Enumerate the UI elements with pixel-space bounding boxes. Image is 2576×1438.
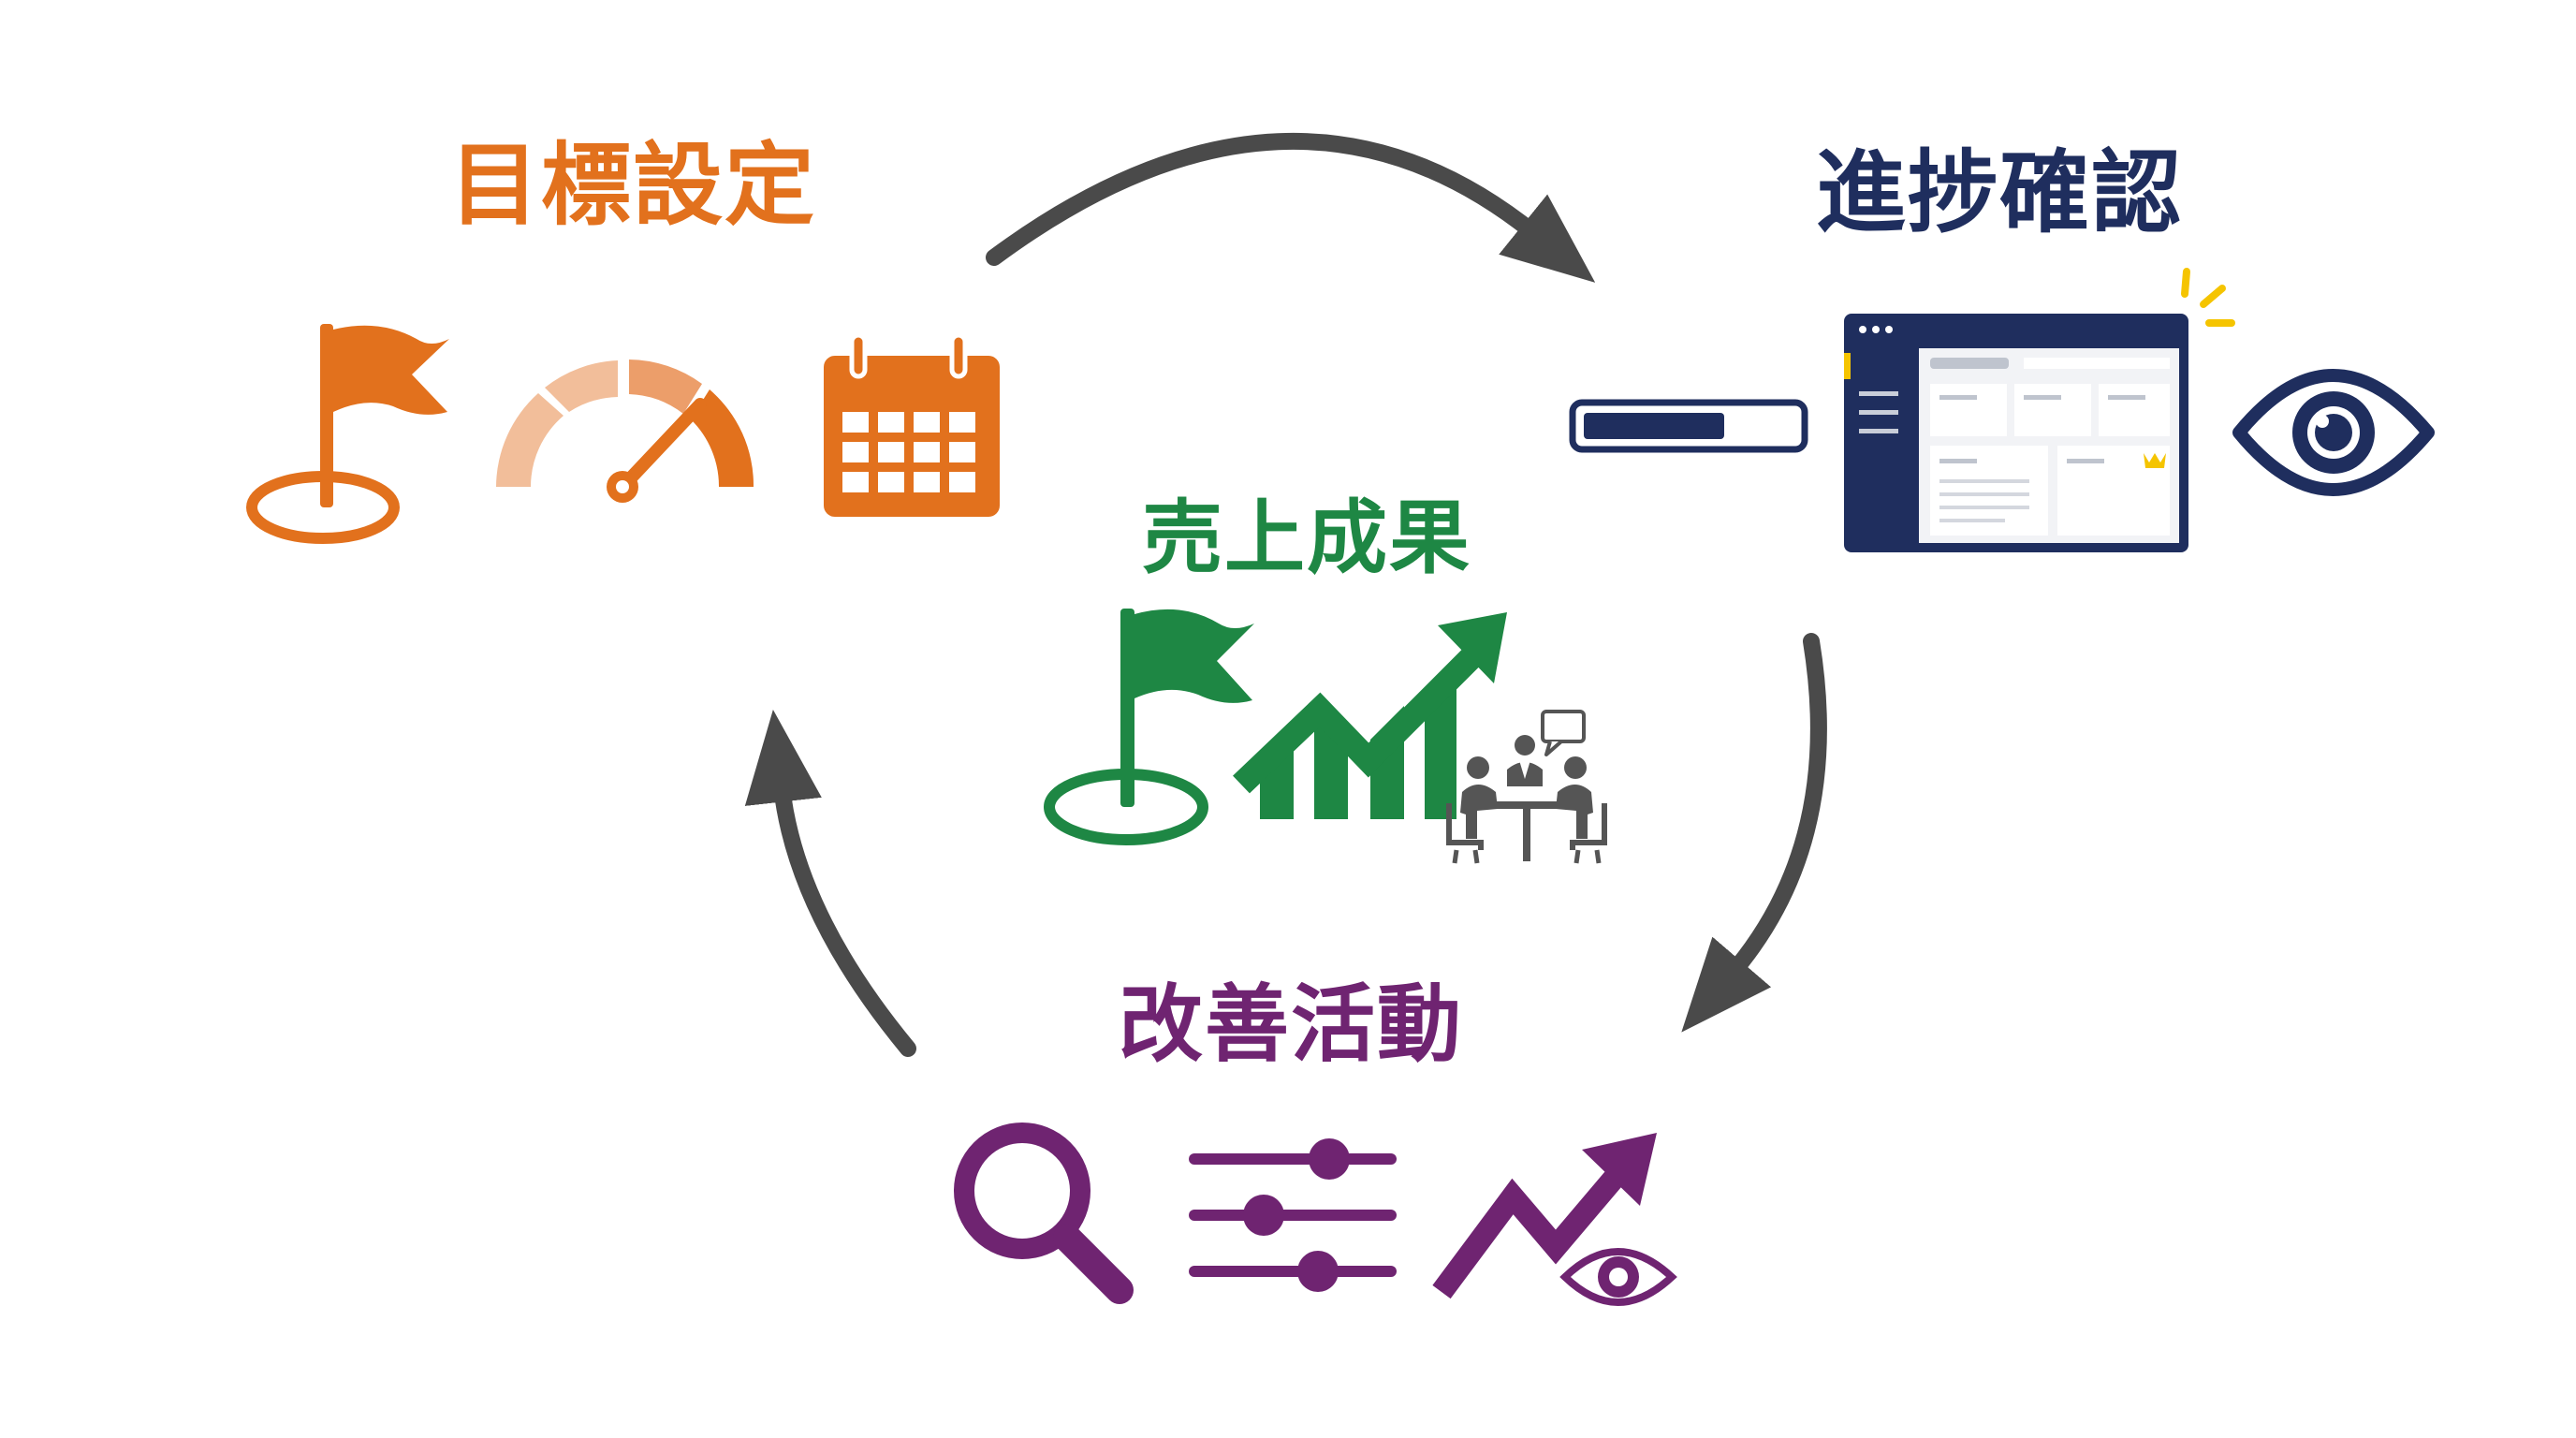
growth-chart-icon xyxy=(1233,612,1507,819)
improvement-activity-title: 改善活動 xyxy=(1119,976,1463,1074)
trend-eye-icon xyxy=(1432,1133,1677,1306)
eye-icon xyxy=(2232,369,2435,496)
attention-spark-icon xyxy=(2181,268,2235,327)
progress-check-title: 進捗確認 xyxy=(1816,140,2183,245)
arrow-goal-to-progress xyxy=(986,132,1596,283)
magnifier-icon xyxy=(954,1123,1134,1304)
goal-gauge-icon xyxy=(496,360,754,503)
sliders-icon xyxy=(1189,1138,1397,1292)
arrow-improve-to-goal xyxy=(744,710,916,1057)
result-flag-icon xyxy=(1044,609,1254,845)
goal-setting-title: 目標設定 xyxy=(449,133,816,238)
progress-bar-icon xyxy=(1569,399,1808,453)
goal-flag-icon xyxy=(246,324,449,544)
meeting-icon xyxy=(1446,710,1607,864)
goal-calendar-icon xyxy=(824,332,1000,517)
arrow-progress-to-improve xyxy=(1681,633,1827,1033)
sales-result-title: 売上成果 xyxy=(1142,492,1471,585)
dashboard-icon xyxy=(1844,314,2188,552)
